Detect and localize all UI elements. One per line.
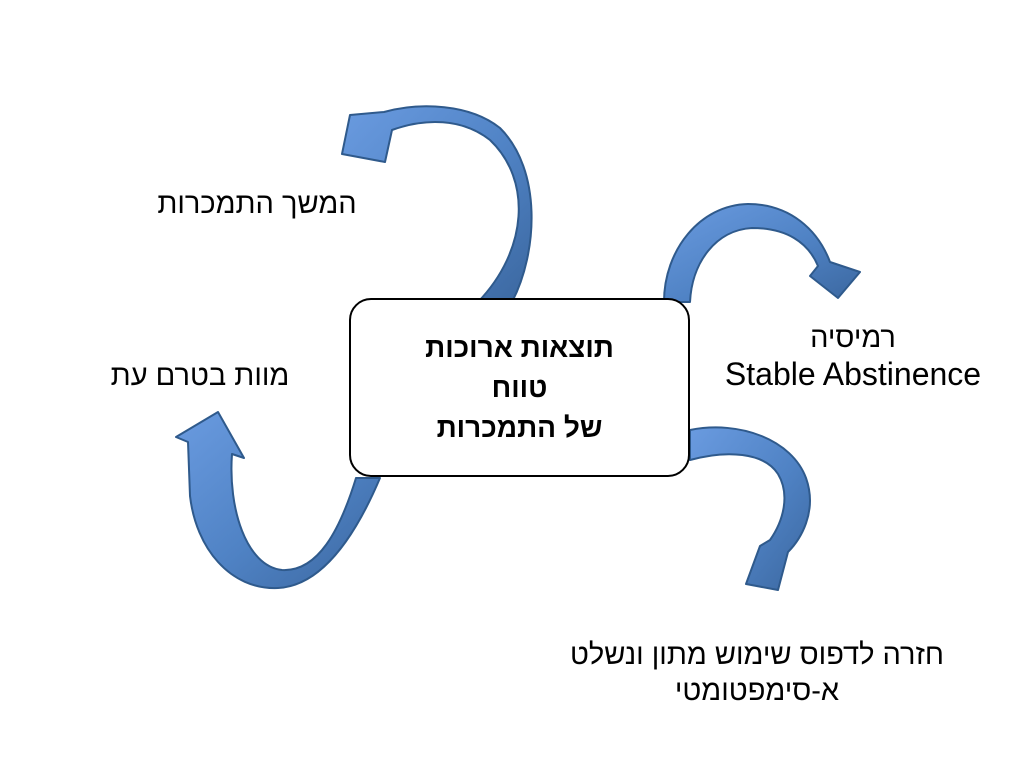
central-topic-line-1: תוצאות ארוכות [425, 331, 614, 363]
label-premature-death: מוות בטרם עת [110, 360, 290, 392]
label-remission-english: Stable Abstinence [724, 356, 982, 392]
central-topic-line-3: של התמכרות [436, 411, 603, 443]
arrow-to-premature-death [175, 411, 381, 590]
arrow-to-return-to-use [689, 426, 811, 591]
arrow-to-continued-addiction [341, 105, 533, 303]
label-return-to-use-line-2: א-סימפטומטי [674, 675, 840, 707]
label-return-to-use: חזרה לדפוס שימוש מתון ונשלט א-סימפטומטי [512, 637, 1002, 709]
label-return-to-use-line-1: חזרה לדפוס שימוש מתון ונשלט [570, 639, 944, 671]
central-topic-box: תוצאות ארוכות טווח של התמכרות [349, 298, 690, 477]
central-topic-line-2: טווח [491, 371, 548, 403]
label-remission: רמיסיה Stable Abstinence [694, 320, 1012, 392]
label-continued-addiction: המשך התמכרות [157, 188, 357, 220]
label-remission-hebrew: רמיסיה [810, 322, 896, 354]
arrow-to-remission [663, 203, 861, 303]
